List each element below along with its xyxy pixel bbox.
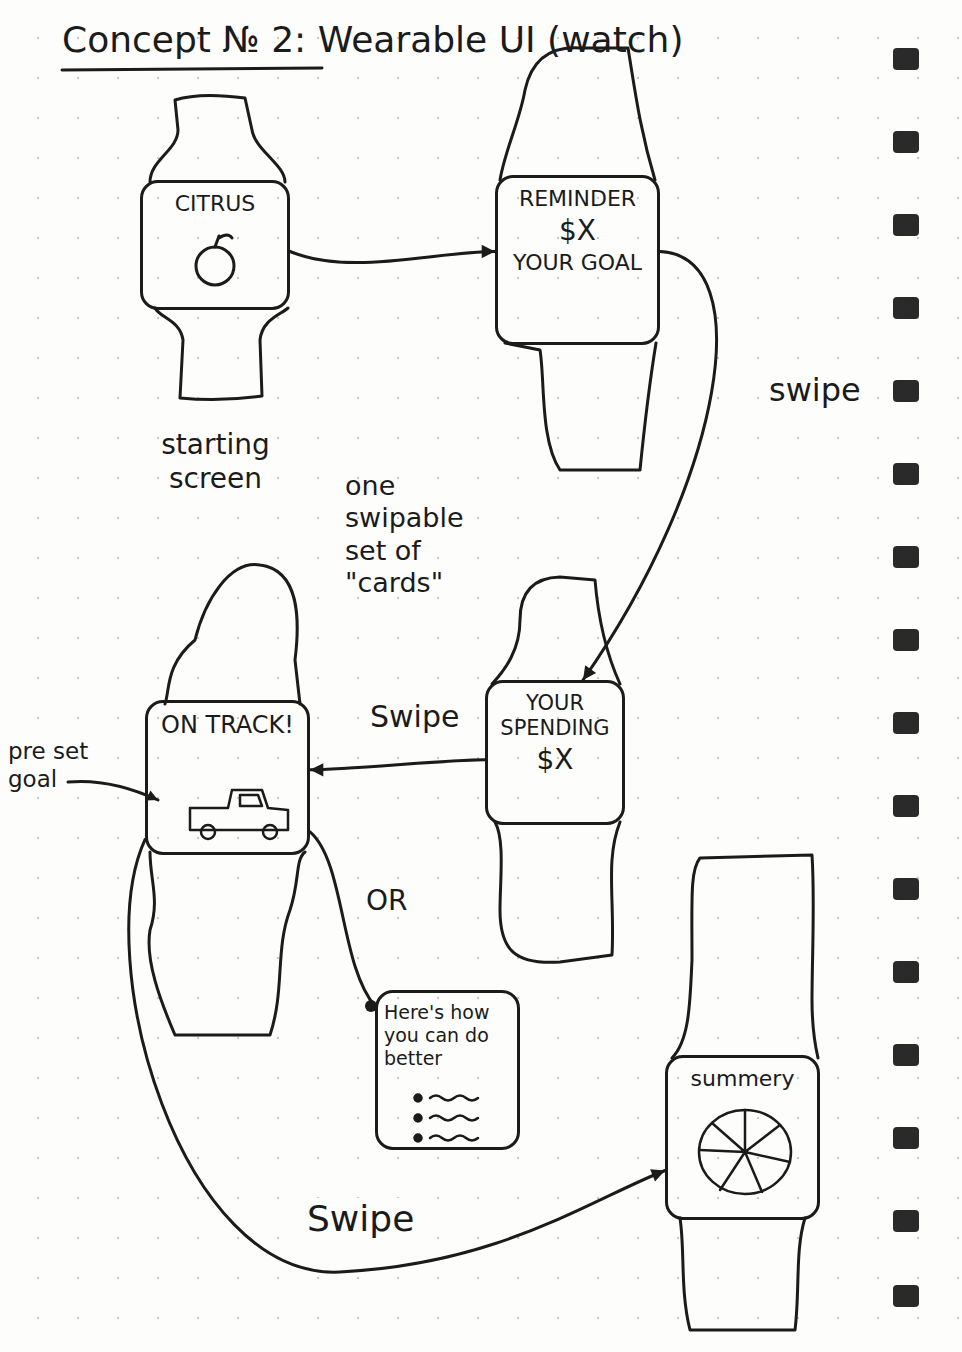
truck-wheel — [263, 825, 277, 839]
spiral-ring — [893, 1210, 919, 1232]
watch-band — [505, 343, 656, 470]
spiral-ring — [893, 1285, 919, 1307]
watch-band — [165, 565, 300, 704]
watch-screen: summery — [665, 1055, 820, 1220]
spiral-ring — [893, 131, 919, 153]
note-label: starting screen — [128, 428, 303, 495]
spiral-ring — [893, 961, 919, 983]
pie-slices — [700, 1110, 790, 1192]
spiral-ring — [893, 1044, 919, 1066]
watch-band — [680, 1218, 805, 1330]
scribble — [430, 1116, 478, 1121]
edge-label: Swipe — [303, 1198, 418, 1239]
screen-text: YOUR SPENDING — [494, 691, 616, 741]
truck-wheel — [201, 825, 215, 839]
swipe-connector — [583, 252, 717, 681]
apple-stem — [215, 235, 232, 247]
spiral-ring — [893, 546, 919, 568]
screen-text: $X — [504, 214, 651, 248]
spiral-ring — [893, 878, 919, 900]
truck-window — [240, 795, 262, 806]
truck-icon — [190, 790, 288, 839]
spiral-ring — [893, 463, 919, 485]
screen-text: Here's how you can do better — [384, 1001, 511, 1069]
watch-screen: ON TRACK! — [145, 700, 310, 855]
scribble — [430, 1136, 478, 1141]
pie-outline — [699, 1110, 791, 1194]
apple-icon — [196, 247, 234, 285]
spiral-ring — [893, 214, 919, 236]
swipe-connector — [310, 760, 485, 770]
bullet — [415, 1135, 422, 1142]
spiral-ring — [893, 1127, 919, 1149]
spiral-ring — [893, 629, 919, 651]
spiral-ring — [893, 712, 919, 734]
screen-text: $X — [494, 743, 616, 777]
swipe-connector — [310, 832, 375, 1006]
edge-label: swipe — [765, 372, 865, 409]
watch-band — [150, 95, 285, 182]
note-label: one swipable set of "cards" — [345, 470, 495, 600]
card-box: Here's how you can do better — [375, 990, 520, 1150]
screen-text: YOUR GOAL — [504, 250, 651, 276]
watch-band — [149, 852, 305, 1035]
watch-screen: YOUR SPENDING$X — [485, 680, 625, 825]
title-underline — [62, 68, 322, 70]
swipe-connector — [290, 252, 495, 263]
screen-text: REMINDER — [504, 186, 651, 212]
pie-chart — [699, 1110, 791, 1194]
swipe-connector — [129, 840, 665, 1273]
screen-text: ON TRACK! — [154, 711, 301, 740]
note-label: pre set goal — [8, 738, 96, 793]
spiral-ring — [893, 380, 919, 402]
page-title: Concept № 2: Wearable UI (watch) — [62, 18, 683, 61]
watch-screen: CITRUS — [140, 180, 290, 310]
truck-body — [190, 790, 288, 830]
watch-band — [672, 855, 818, 1058]
watch-band — [500, 48, 655, 180]
spiral-binding — [893, 48, 919, 1307]
watch-band — [155, 308, 288, 400]
screen-text: CITRUS — [149, 191, 281, 217]
scribble — [430, 1096, 478, 1101]
screen-text: summery — [674, 1066, 811, 1092]
bullet-list — [415, 1095, 479, 1142]
spiral-ring — [893, 795, 919, 817]
spiral-ring — [893, 48, 919, 70]
bullet — [415, 1115, 422, 1122]
bullet — [415, 1095, 422, 1102]
watch-band — [495, 822, 620, 962]
watch-band — [492, 577, 620, 684]
edge-label: Swipe — [366, 700, 463, 735]
edge-label: OR — [362, 885, 412, 917]
spiral-ring — [893, 297, 919, 319]
watch-screen: REMINDER$XYOUR GOAL — [495, 175, 660, 345]
